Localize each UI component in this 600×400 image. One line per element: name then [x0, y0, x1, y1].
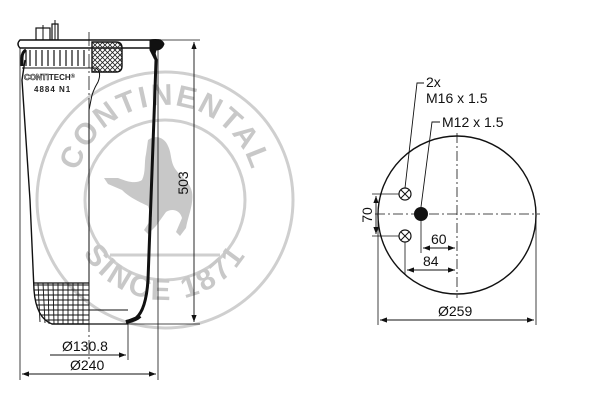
- top-plate-view: [372, 82, 540, 325]
- watermark-bottom-text: SINCE 1871: [77, 238, 250, 307]
- part-number-label: 4884 N1: [34, 85, 71, 94]
- outer-diameter-dimension: Ø240: [70, 357, 104, 373]
- contitech-brand-label: CONTITECH®: [24, 73, 76, 82]
- height-dimension-503: 503: [175, 171, 191, 195]
- air-spring-side-view: [17, 20, 200, 380]
- bolt-thread-label: M16 x 1.5: [426, 90, 488, 106]
- bolt-count-label: 2x: [426, 74, 441, 90]
- bolt-hole-top: [398, 187, 412, 201]
- bolt-hole-bottom: [398, 229, 412, 243]
- horse-icon: [104, 137, 193, 236]
- inner-diameter-dimension: Ø130.8: [62, 338, 108, 354]
- bolt-offset-dimension: 84: [423, 253, 439, 269]
- svg-text:SINCE 1871: SINCE 1871: [77, 238, 253, 307]
- air-port-offset-dimension: 60: [431, 231, 447, 247]
- plate-diameter-dimension: Ø259: [438, 303, 472, 319]
- air-port-hole: [414, 207, 428, 221]
- bolt-spacing-dimension: 70: [359, 207, 375, 223]
- air-port-thread-label: M12 x 1.5: [442, 114, 504, 130]
